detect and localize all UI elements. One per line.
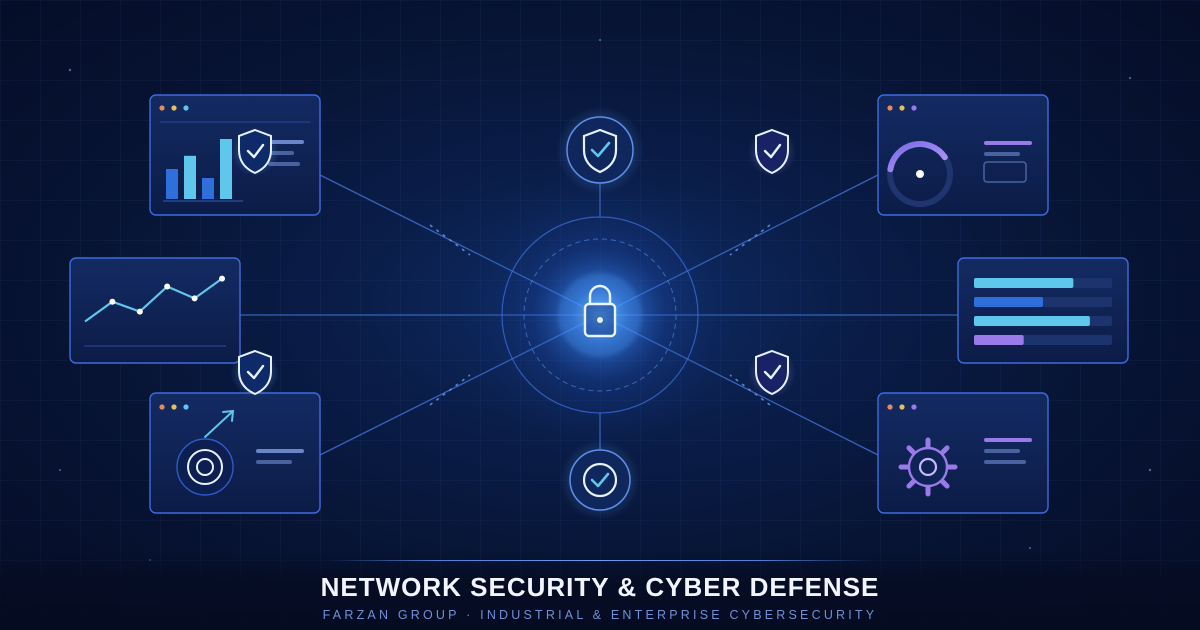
footer-band: [0, 550, 1200, 630]
bar-4: [220, 139, 232, 199]
bottom-check-node: [560, 440, 640, 520]
footer-divider: [330, 560, 870, 561]
progress-fill-1: [974, 278, 1074, 288]
window-dots: [159, 404, 189, 410]
top-shield-node: [556, 106, 644, 194]
gauge-value-box: [983, 161, 1027, 183]
text-lines: [256, 449, 304, 464]
bar-1: [166, 169, 178, 199]
bar-chart-bars: [166, 139, 232, 199]
window-dots: [159, 105, 189, 111]
window-dots: [887, 105, 917, 111]
line-point-5: [219, 275, 225, 282]
gauge-arc: [887, 141, 948, 173]
shield-badge-top-left: [231, 128, 279, 176]
progress-fill-2: [974, 297, 1043, 307]
padlock-icon: [583, 284, 617, 338]
line-point-1: [109, 298, 116, 305]
line-point-2: [136, 308, 143, 315]
gear-tooth: [938, 445, 950, 457]
shield-check-icon: [582, 128, 618, 174]
gauge-center-dot: [916, 170, 924, 178]
page-subtitle: FARZAN GROUP · INDUSTRIAL & ENTERPRISE C…: [322, 608, 878, 622]
panel-target: [149, 392, 321, 514]
text-lines: [984, 438, 1032, 464]
line-point-4: [191, 295, 198, 302]
gear-tooth: [938, 477, 950, 489]
trend-arrow-icon: [204, 409, 235, 438]
panel-line-chart: [69, 257, 241, 364]
gear-tooth: [906, 445, 918, 457]
gear-tooth: [906, 477, 918, 489]
line-series: [84, 277, 223, 323]
panel-progress: [957, 257, 1129, 364]
progress-fill-4: [974, 335, 1024, 345]
line-chart-series: [84, 275, 225, 323]
page-title: NETWORK SECURITY & CYBER DEFENSE: [320, 572, 880, 602]
shield-badge-left-lower: [231, 349, 279, 397]
bar-3: [202, 178, 214, 199]
panel-settings: [877, 392, 1049, 514]
gear-ring: [907, 446, 949, 488]
data-packets: [429, 224, 771, 406]
progress-fill-3: [974, 316, 1090, 326]
target-icon: [176, 438, 234, 496]
text-lines: [984, 141, 1032, 156]
shield-badge-top-right: [748, 128, 796, 176]
panel-gauge: [877, 94, 1049, 216]
gear-hub: [918, 457, 938, 477]
progress-bars: [974, 278, 1112, 345]
gear-icon: [898, 437, 958, 497]
line-point-3: [164, 283, 171, 290]
bar-2: [184, 155, 196, 199]
checkmark-circle-icon: [582, 462, 618, 498]
window-dots: [887, 404, 917, 410]
shield-badge-right-lower: [748, 349, 796, 397]
